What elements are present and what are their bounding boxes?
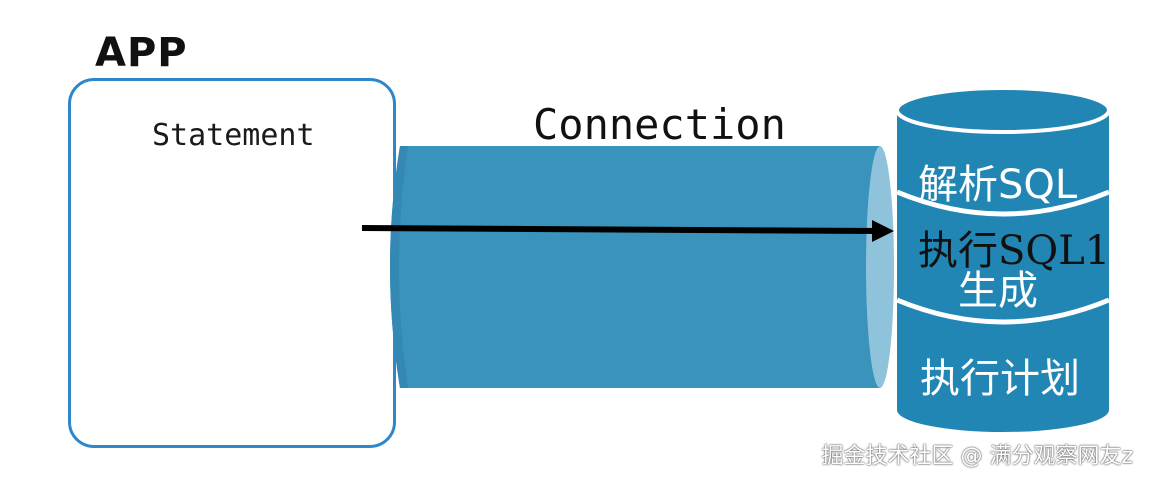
database-separator-1 <box>896 189 1110 217</box>
database-cylinder <box>895 86 1111 432</box>
database-line-generate: 生成 <box>958 268 1038 314</box>
arrow-line <box>361 225 881 234</box>
connection-label: Connection <box>533 100 786 149</box>
database-line-execution-plan: 执行计划 <box>920 356 1080 402</box>
connection-pipe-left-edge <box>390 146 408 388</box>
database-body <box>897 110 1109 410</box>
database-separator-2 <box>896 297 1110 325</box>
database-line-parse-sql: 解析SQL <box>918 162 1078 208</box>
connection-pipe <box>390 146 880 388</box>
statement-label: Statement <box>152 118 315 153</box>
database-line-execute-sql: 执行SQL1 <box>918 228 1111 274</box>
app-title: APP <box>95 30 188 76</box>
app-box <box>68 78 396 448</box>
watermark: 掘金技术社区 @ 满分观察网友z <box>821 444 1133 469</box>
database-bottom <box>897 388 1109 432</box>
connection-pipe-end <box>866 146 894 388</box>
database-top <box>895 86 1111 134</box>
arrow-head <box>872 220 894 242</box>
